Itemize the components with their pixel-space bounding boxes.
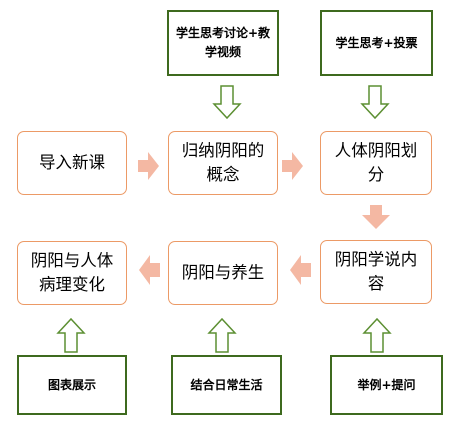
step-label: 人体阴阳划分 bbox=[334, 141, 418, 184]
step-human-yin-yang-division: 人体阴阳划分 bbox=[320, 131, 432, 195]
step-label: 阴阳与养生 bbox=[181, 263, 265, 282]
activity-examples-questions: 举例+提问 bbox=[330, 355, 443, 415]
step-summarize-yin-yang-concept: 归纳阴阳的概念 bbox=[168, 131, 278, 195]
activity-arrow-4 bbox=[207, 317, 237, 353]
activity-label: 学生思考讨论+教学视频 bbox=[175, 26, 271, 59]
step-label: 归纳阴阳的概念 bbox=[181, 141, 265, 184]
activity-label: 图表展示 bbox=[47, 377, 96, 392]
flow-arrow-5-6 bbox=[139, 255, 160, 285]
flow-arrow-2-3 bbox=[282, 152, 303, 180]
activity-discussion-video: 学生思考讨论+教学视频 bbox=[167, 10, 279, 76]
step-yin-yang-pathology: 阴阳与人体病理变化 bbox=[17, 241, 127, 305]
flow-arrow-4-5 bbox=[290, 255, 311, 285]
activity-label: 举例+提问 bbox=[357, 377, 416, 392]
activity-daily-life: 结合日常生活 bbox=[171, 355, 282, 415]
activity-arrow-1 bbox=[212, 85, 242, 120]
flow-arrow-3-4 bbox=[362, 205, 390, 229]
step-label: 导入新课 bbox=[39, 153, 105, 172]
activity-arrow-5 bbox=[362, 317, 392, 353]
step-label: 阴阳学说内容 bbox=[334, 250, 418, 293]
activity-label: 学生思考+投票 bbox=[335, 35, 418, 50]
step-label: 阴阳与人体病理变化 bbox=[30, 251, 114, 294]
activity-thinking-voting: 学生思考+投票 bbox=[320, 10, 433, 76]
flow-arrow-1-2 bbox=[138, 152, 159, 180]
step-yin-yang-health-preservation: 阴阳与养生 bbox=[168, 241, 278, 305]
step-import-new-lesson: 导入新课 bbox=[17, 131, 127, 195]
activity-arrow-2 bbox=[360, 85, 390, 120]
activity-chart-display: 图表展示 bbox=[17, 355, 127, 415]
activity-arrow-3 bbox=[56, 317, 86, 353]
activity-label: 结合日常生活 bbox=[190, 377, 263, 392]
step-yin-yang-theory-content: 阴阳学说内容 bbox=[320, 240, 432, 304]
